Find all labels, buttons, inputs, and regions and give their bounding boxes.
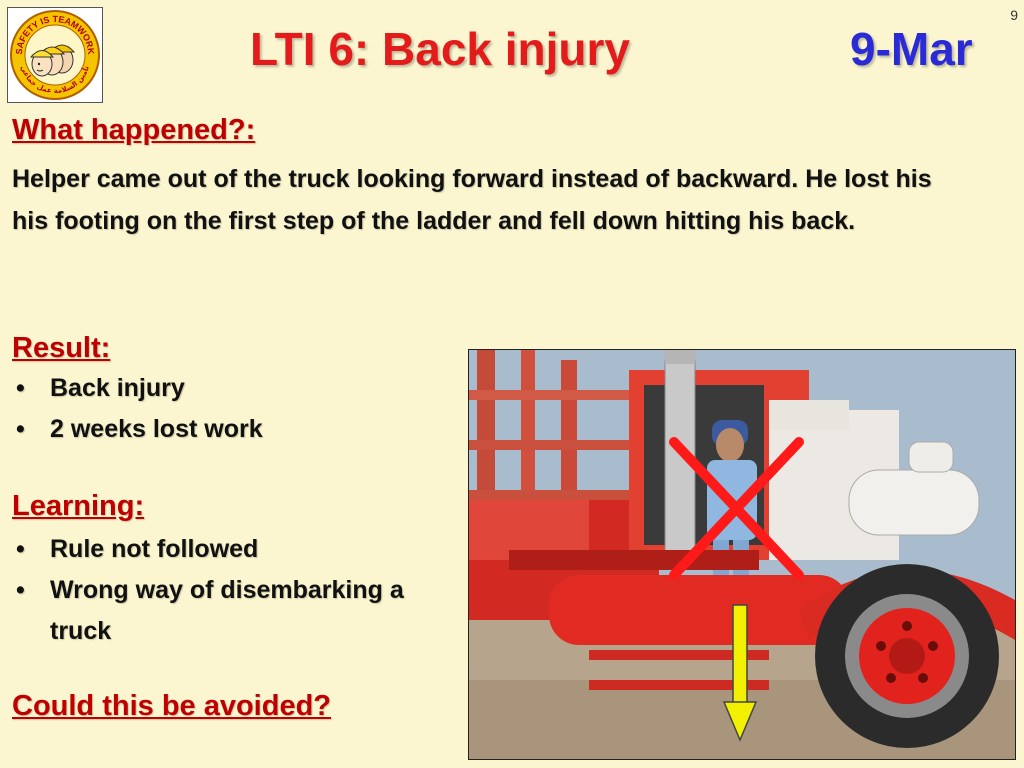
- slide-date: 9-Mar: [850, 23, 973, 75]
- slide-title: LTI 6: Back injury: [250, 23, 631, 75]
- list-item: •Rule not followed: [12, 529, 450, 570]
- yellow-down-arrow: [722, 604, 758, 742]
- truck-photo: [468, 349, 1016, 760]
- slide-number: 9: [1010, 7, 1018, 23]
- result-heading: Result:: [12, 332, 111, 364]
- bullet-icon: •: [16, 415, 25, 443]
- closing-question: Could this be avoided?: [12, 690, 332, 722]
- learning-list: •Rule not followed •Wrong way of disemba…: [12, 529, 450, 652]
- result-list: •Back injury •2 weeks lost work: [12, 368, 450, 450]
- what-happened-text: Helper came out of the truck looking for…: [12, 165, 932, 235]
- list-item: •2 weeks lost work: [12, 409, 450, 450]
- bullet-icon: •: [16, 576, 25, 604]
- what-happened-heading: What happened?:: [12, 114, 256, 146]
- bullet-icon: •: [16, 374, 25, 402]
- list-item: •Wrong way of disembarking a truck: [12, 570, 410, 652]
- list-item: •Back injury: [12, 368, 450, 409]
- bullet-icon: •: [16, 535, 25, 563]
- safety-is-teamwork-logo: SAFETY IS TEAMWORK تأمين السلامة عمل جما…: [7, 7, 103, 103]
- learning-heading: Learning:: [12, 490, 145, 522]
- red-cross-mark: [669, 437, 804, 580]
